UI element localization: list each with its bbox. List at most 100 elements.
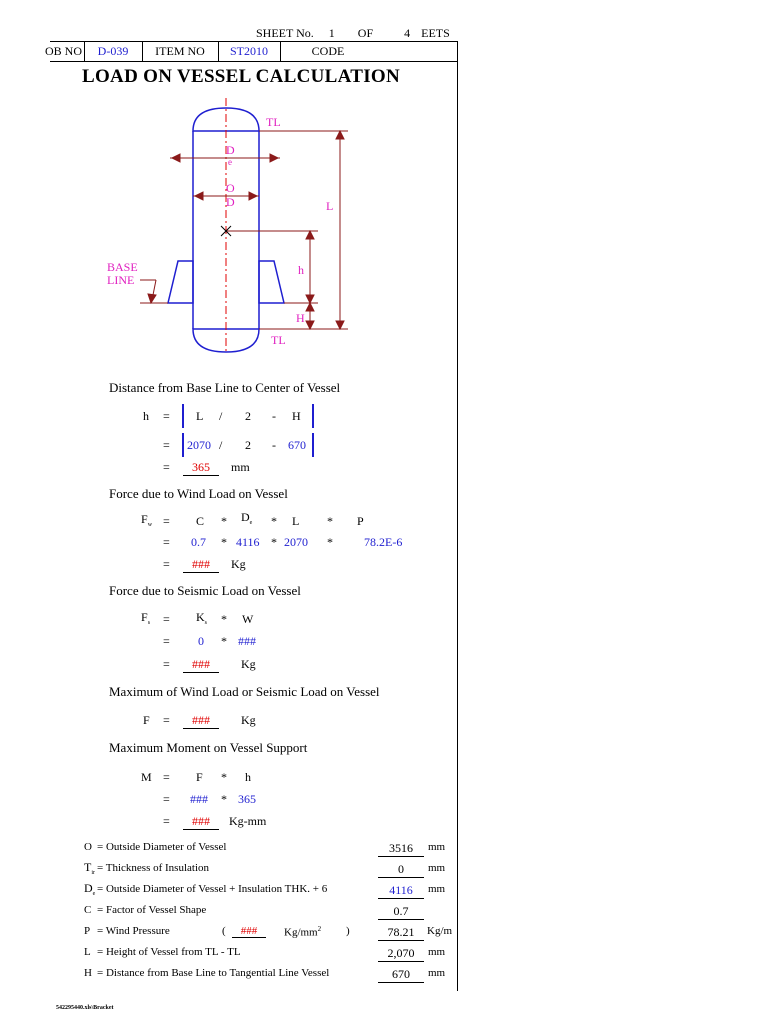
h-eq-2: = [163, 438, 170, 452]
param-unit: mm [428, 841, 446, 853]
sheet-no: 1 [328, 26, 335, 40]
item-label: ITEM NO [155, 44, 205, 58]
sheets-label: EETS [421, 26, 450, 40]
wind-unit: Kg [231, 557, 246, 571]
h-f-minus: - [272, 409, 276, 423]
wind-f-L: L [292, 514, 300, 528]
param-unit: mm [428, 946, 446, 958]
h-section-heading: Distance from Base Line to Center of Ves… [109, 380, 341, 395]
param-symbol-sub: ir [91, 870, 96, 876]
base-line-label-2: LINE [107, 273, 135, 287]
param-value: 0.7 [378, 903, 424, 920]
h-v-2: 2 [245, 438, 251, 452]
tl-bottom-label: TL [271, 333, 286, 347]
vessel-diagram [140, 98, 348, 354]
seismic-f-mul: * [221, 612, 227, 626]
moment-f-h: h [245, 770, 251, 784]
seismic-v-K: 0 [198, 634, 204, 648]
param-symbol: De [84, 881, 96, 897]
wind-v-De: 4116 [236, 535, 260, 549]
item-no: ST2010 [229, 44, 268, 58]
wind-var: Fw [141, 512, 152, 528]
h-eq-3: = [163, 460, 170, 474]
h-bar-left-1 [182, 404, 184, 428]
param-desc: = Distance from Base Line to Tangential … [97, 967, 330, 979]
param-symbol: H [84, 967, 92, 979]
h-result: 365 [183, 460, 219, 476]
param-value: 0 [378, 861, 424, 878]
job-no: D-039 [97, 44, 129, 58]
od-label-d: D [226, 195, 235, 209]
param-value: 2,070 [378, 945, 424, 962]
wind-f-P: P [357, 514, 364, 528]
wind-result: ### [183, 557, 219, 573]
h-v-L: 2070 [187, 438, 211, 452]
seismic-v-mul: * [221, 634, 227, 648]
param-symbol-sub: e [92, 891, 96, 897]
base-line-label-1: BASE [107, 260, 138, 274]
page-right-border [457, 41, 458, 991]
sheet-label: SHEET No. [256, 26, 314, 40]
wind-eq-2: = [163, 535, 170, 549]
param-symbol: O [84, 841, 92, 853]
seismic-f-K: Ks [196, 610, 207, 626]
dimension-lines [140, 129, 348, 331]
code-value [376, 41, 456, 61]
wind-section-heading: Force due to Wind Load on Vessel [109, 486, 288, 501]
param-desc: = Factor of Vessel Shape [97, 904, 207, 916]
param-unit: mm [428, 862, 446, 874]
h-f-2: 2 [245, 409, 251, 423]
wind-pressure-open: ( [222, 925, 226, 937]
page-title: LOAD ON VESSEL CALCULATION [82, 66, 401, 87]
param-value: 4116 [378, 882, 424, 899]
param-value: 3516 [378, 840, 424, 857]
wind-f-mul1: * [221, 514, 227, 528]
code-label: CODE [311, 44, 345, 58]
total-sheets: 4 [404, 26, 411, 40]
seismic-f-W: W [242, 612, 254, 626]
h-v-minus: - [272, 438, 276, 452]
h-unit: mm [231, 460, 250, 474]
l-dimension-label: L [326, 199, 334, 213]
de-label-d: D [226, 143, 235, 157]
max-force-heading: Maximum of Wind Load or Seismic Load on … [109, 684, 380, 699]
header-divider-3 [218, 41, 219, 61]
param-value: 670 [378, 966, 424, 983]
param-symbol: Tir [84, 860, 96, 876]
moment-eq-1: = [163, 770, 170, 784]
moment-v-mul: * [221, 792, 227, 806]
seismic-unit: Kg [241, 657, 256, 671]
moment-f-F: F [196, 770, 203, 784]
moment-v-h: 365 [238, 792, 256, 806]
wind-pressure-alt-value: ### [232, 925, 266, 938]
param-desc: = Thickness of Insulation [97, 862, 210, 874]
wind-f-mul3: * [327, 514, 333, 528]
wind-f-De-sub: e [249, 520, 253, 526]
param-desc: = Wind Pressure [97, 925, 170, 937]
wind-v-L: 2070 [284, 535, 308, 549]
header-bottom-border [50, 61, 458, 62]
h-bar-right-2 [312, 433, 314, 457]
wind-v-C: 0.7 [191, 535, 206, 549]
vessel-shell [167, 107, 285, 353]
param-symbol-text: T [84, 860, 92, 874]
wind-var-symbol: F [141, 512, 148, 526]
param-unit: Kg/m [427, 925, 453, 937]
h-f-H: H [292, 409, 301, 423]
file-footer: 542295440.xls\Bracket [56, 1005, 114, 1011]
param-value: 78.21 [378, 924, 424, 941]
wind-pressure-alt-unit-sup: 2 [317, 925, 322, 933]
h-v-H: 670 [288, 438, 306, 452]
seismic-v-W: ### [238, 634, 256, 648]
param-desc: = Outside Diameter of Vessel + Insulatio… [97, 883, 328, 895]
moment-v-F: ### [190, 792, 208, 806]
param-unit: mm [428, 967, 446, 979]
seismic-var: Fs [141, 610, 150, 626]
seismic-section-heading: Force due to Seismic Load on Vessel [109, 583, 301, 598]
h-bar-left-2 [182, 433, 184, 457]
H-dimension-label: H [296, 311, 305, 325]
sheet-number-line: SHEET No. 1 OF 4 EETS [256, 26, 450, 41]
moment-unit: Kg-mm [229, 814, 267, 828]
moment-result: ### [183, 814, 219, 830]
h-eq-1: = [163, 409, 170, 423]
